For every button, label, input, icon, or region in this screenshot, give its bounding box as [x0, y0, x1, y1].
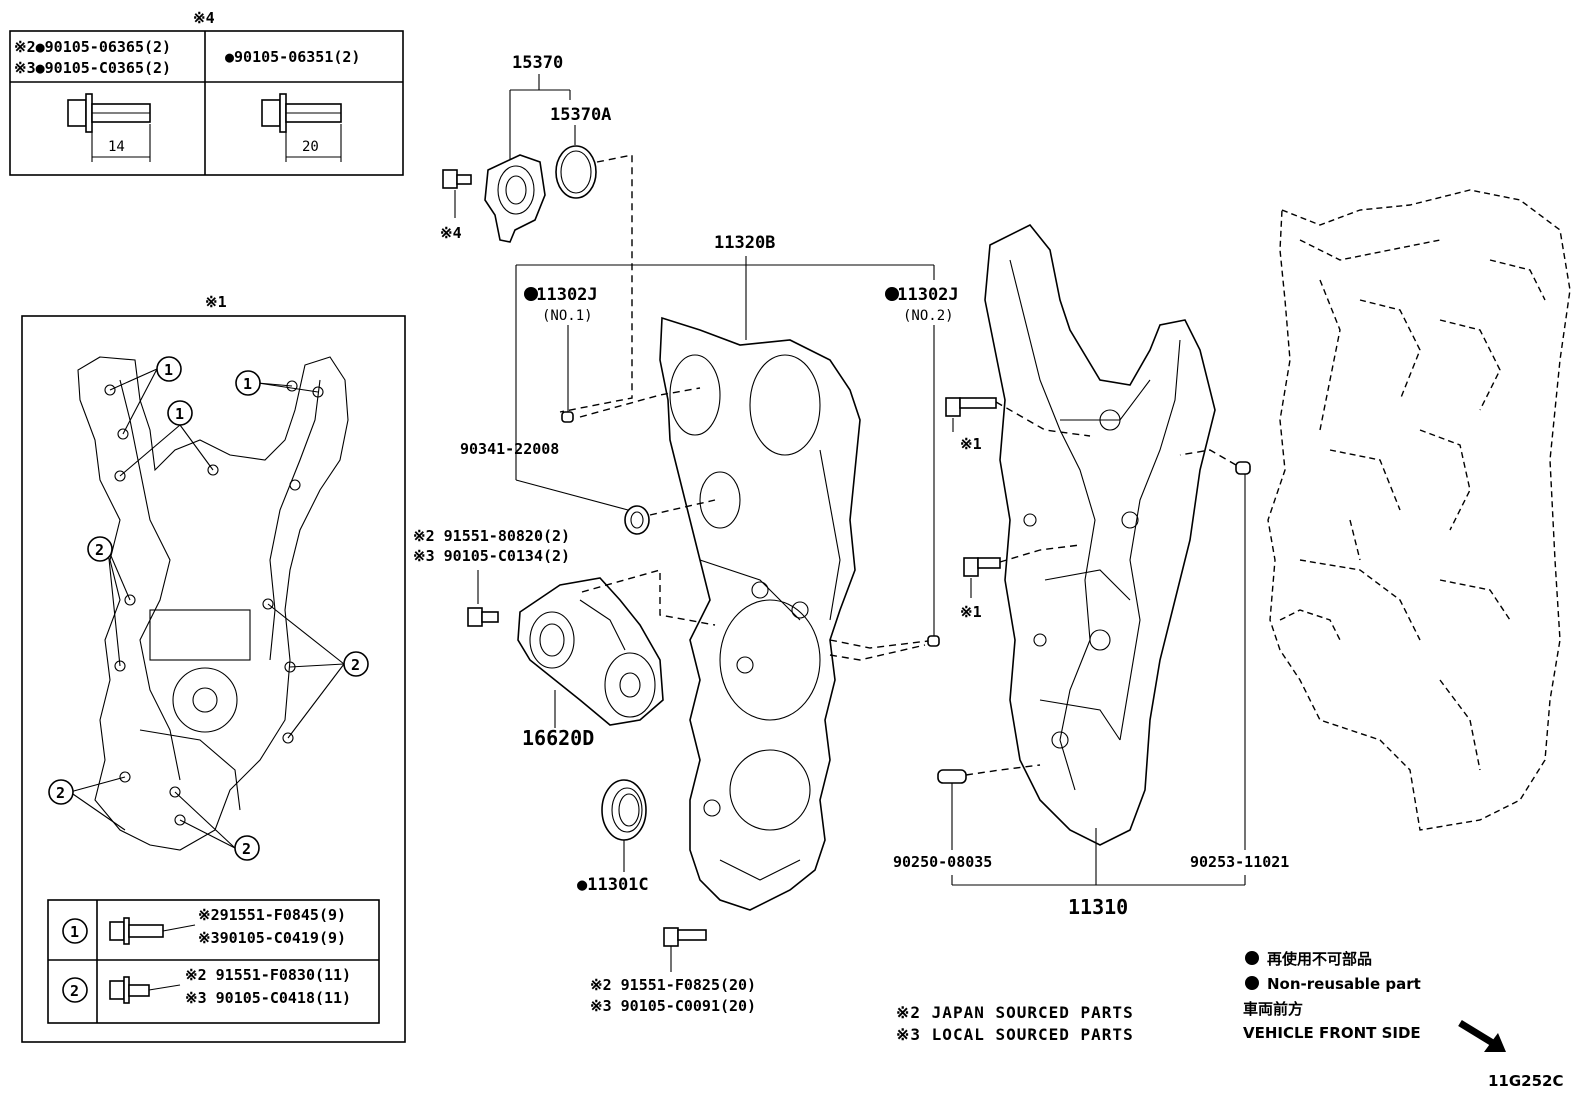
bolt-length-left: 14: [108, 139, 125, 155]
legend-row-1-line1: ※291551-F0845(9): [198, 906, 346, 924]
oil-seal-group: ●11301C: [577, 779, 649, 895]
belt-tensioner: [517, 577, 664, 726]
callout-1-label: 1: [175, 405, 184, 423]
tensioner-bolt-line1: ※2 91551-80820(2): [413, 527, 570, 545]
bolt-icon: [663, 927, 707, 947]
legend-row-2-line2: ※3 90105-C0418(11): [185, 989, 351, 1007]
callout-1-label: 1: [243, 375, 252, 393]
bolt-table-right-line1: ●90105-06351(2): [225, 48, 360, 66]
bottom-bolt-line2: ※3 90105-C0091(20): [590, 997, 756, 1015]
part-11302J-no2-sub: (NO.2): [903, 308, 954, 324]
oil-seal: [601, 779, 647, 841]
bolt-table: ※4 ※2●90105-06365(2) ※3●90105-C0365(2) ●…: [9, 9, 404, 176]
note-local-sourced: ※3 LOCAL SOURCED PARTS: [896, 1025, 1134, 1044]
legend-row-1-line2: ※390105-C0419(9): [198, 929, 346, 947]
front-side-jp-label: 車両前方: [1243, 1000, 1303, 1018]
part-90253-label: 90253-11021: [1190, 853, 1289, 871]
bolt-table-marker: ※4: [193, 9, 215, 27]
part-90250-label: 90250-08035: [893, 853, 992, 871]
bottom-bolt-line1: ※2 91551-F0825(20): [590, 976, 756, 994]
bolt-icon: [109, 976, 150, 1004]
legend-row-2-line1: ※2 91551-F0830(11): [185, 966, 351, 984]
tensioner-bolt-line2: ※3 90105-C0134(2): [413, 547, 570, 565]
legend-row-1: 1 ※291551-F0845(9) ※390105-C0419(9): [62, 906, 346, 947]
part-11310-label: 11310: [1068, 895, 1128, 919]
part-11320B-label: 11320B: [714, 233, 775, 253]
inset-marker: ※1: [205, 293, 227, 311]
bolt-icon: [963, 557, 1001, 577]
part-15370A-label: 15370A: [550, 105, 611, 125]
timing-cover-front: 11320B ●11302J (NO.1) ●11302J (NO.2) 903…: [460, 233, 959, 911]
part-11302J-no1-label: ●11302J: [526, 285, 598, 305]
callout-2-label: 2: [242, 840, 251, 858]
front-direction-arrow-icon: [1458, 1020, 1506, 1052]
bolt-icon: [945, 397, 997, 417]
callout-2: 2: [343, 651, 369, 677]
bolt-location-inset: ※1: [21, 293, 406, 1043]
part-15370-label: 15370: [512, 53, 563, 73]
callout-1: 1: [235, 370, 261, 396]
part-11302J-no1-sub: (NO.1): [542, 308, 593, 324]
callout-2: 2: [87, 536, 113, 562]
diagram-id: 11G252C: [1488, 1072, 1564, 1090]
part-16620D-label: 16620D: [522, 726, 594, 750]
bolt-top-marker: ※4: [440, 224, 462, 242]
callout-2: 2: [48, 779, 74, 805]
bolt-icon: [109, 917, 164, 945]
callout-2: 2: [234, 835, 260, 861]
part-90341-label: 90341-22008: [460, 440, 559, 458]
dowel-pin: [937, 769, 967, 784]
nonreusable-jp-label: 再使用不可部品: [1267, 950, 1372, 968]
callout-2-label: 2: [351, 656, 360, 674]
callout-2-label: 2: [95, 541, 104, 559]
legend-row-2: 2 ※2 91551-F0830(11) ※3 90105-C0418(11): [62, 966, 351, 1007]
water-pump-cover: [484, 154, 546, 243]
timing-cover-rear: ※1 ※1 90250-08035 90253-11021 11310: [893, 223, 1289, 919]
callout-1: 1: [156, 356, 182, 382]
legend-row-1-num: 1: [70, 923, 79, 941]
callout-1-label: 1: [164, 361, 173, 379]
callout-1: 1: [167, 400, 193, 426]
dowel-pin: [1235, 461, 1251, 475]
bolt-table-left-line1: ※2●90105-06365(2): [14, 38, 171, 56]
flange-bolt-icon: [261, 93, 342, 133]
nonreusable-en-label: Non-reusable part: [1267, 975, 1421, 993]
bolt-length-right: 20: [302, 139, 319, 155]
bolt-icon: [442, 169, 472, 189]
part-15370-group: 15370 15370A ※4: [440, 53, 633, 413]
part-11302J-no2-label: ●11302J: [887, 285, 959, 305]
legend-row-2-num: 2: [70, 982, 79, 1000]
bolt-table-left-line2: ※3●90105-C0365(2): [14, 59, 171, 77]
part-11301C-label: ●11301C: [577, 875, 649, 895]
rear-bolt-upper-marker: ※1: [960, 435, 982, 453]
o-ring: [555, 145, 597, 199]
flange-bolt-icon: [67, 93, 151, 133]
front-side-en-label: VEHICLE FRONT SIDE: [1243, 1024, 1421, 1042]
note-japan-sourced: ※2 JAPAN SOURCED PARTS: [896, 1003, 1134, 1022]
engine-block-outline: [1267, 189, 1571, 831]
bolt-icon: [467, 607, 499, 627]
callout-2-label: 2: [56, 784, 65, 802]
rear-bolt-lower-marker: ※1: [960, 603, 982, 621]
tensioner-group: ※2 91551-80820(2) ※3 90105-C0134(2) 1662…: [413, 527, 716, 750]
bottom-bolt-group: ※2 91551-F0825(20) ※3 90105-C0091(20): [590, 927, 756, 1015]
notes-legend: ※2 JAPAN SOURCED PARTS ※3 LOCAL SOURCED …: [896, 950, 1564, 1090]
